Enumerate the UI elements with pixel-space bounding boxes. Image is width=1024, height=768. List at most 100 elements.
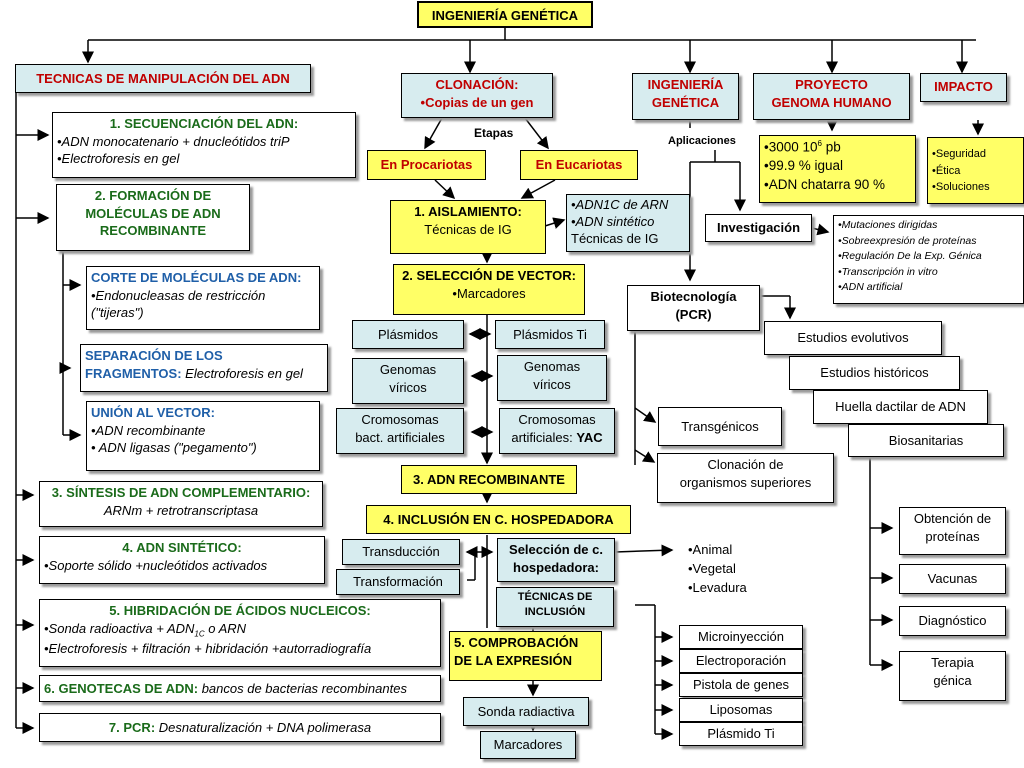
tec-incl-l1: TÉCNICAS DE [517, 591, 593, 603]
hosp-item-animal: •Animal [688, 542, 733, 557]
genomas-2-l2: víricos [533, 376, 571, 392]
genomas-2-box: Genomas víricos [497, 355, 607, 401]
liposomas-box: Liposomas [679, 698, 803, 722]
t3-title: 3. SÍNTESIS DE ADN COMPLEMENTARIO: [51, 485, 311, 500]
inv-item-2: •Sobreexpresión de proteínas [838, 234, 977, 247]
comprobacion-box: 5. COMPROBACIÓN DE LA EXPRESIÓN [449, 631, 602, 681]
t2c-item-1: •ADN recombinante [91, 422, 206, 438]
cromosomas-1-l1: Cromosomas [361, 412, 439, 427]
obtencion-box: Obtención de proteínas [899, 507, 1006, 555]
t5-item-2: •Electroforesis + filtración + hibridaci… [44, 640, 372, 656]
t2a-item-1: •Endonucleasas de restricción [91, 287, 266, 303]
proyecto-list-box: •3000 106 pb •99.9 % igual •ADN chatarra… [759, 135, 916, 203]
t7-box: 7. PCR: Desnaturalización + DNA polimera… [39, 713, 441, 742]
etapas-label: Etapas [474, 126, 514, 140]
proyecto-item-1a: •3000 10 [764, 139, 818, 155]
t5-box: 5. HIBRIDACIÓN DE ÁCIDOS NUCLEICOS: •Son… [39, 599, 441, 667]
adn-recombinante-box: 3. ADN RECOMBINANTE [401, 465, 577, 494]
t3-sub: ARNm + retrotranscriptasa [103, 502, 259, 518]
proyecto-item-3: •ADN chatarra 90 % [764, 177, 886, 193]
aislamiento-side-box: •ADN1C de ARN •ADN sintético Técnicas de… [566, 194, 690, 252]
procariotas-box: En Procariotas [367, 150, 486, 180]
t5-item-1sub: 1C [194, 629, 205, 639]
t6-sub: bancos de bacterias recombinantes [198, 681, 407, 696]
cromosomas-1-l2: bact. artificiales [355, 429, 445, 445]
comprobacion-l2: DE LA EXPRESIÓN [454, 652, 572, 668]
inv-item-4: •Transcripción in vitro [838, 265, 938, 278]
t7-sub: Desnaturalización + DNA polimerasa [155, 720, 372, 735]
estudios-historicos-box: Estudios históricos [789, 356, 960, 390]
t1-box: 1. SECUENCIACIÓN DEL ADN: •ADN monocaten… [52, 112, 356, 178]
genomas-1-box: Genomas víricos [352, 358, 464, 404]
plasmidos-ti-box: Plásmidos Ti [495, 320, 605, 349]
seleccion-box: 2. SELECCIÓN DE VECTOR: •Marcadores [393, 264, 585, 315]
t6-box: 6. GENOTECAS DE ADN: bancos de bacterias… [39, 675, 441, 702]
proyecto-item-1sup: 6 [817, 139, 822, 148]
aplicaciones-label: Aplicaciones [668, 135, 736, 147]
aisl-side-item-2: •ADN sintético [571, 213, 655, 229]
tecnicas-header: TECNICAS DE MANIPULACIÓN DEL ADN [15, 64, 311, 93]
clonacion-header: CLONACIÓN: •Copias de un gen [401, 73, 553, 118]
hosp-item-levadura: •Levadura [688, 579, 747, 595]
proyecto-l1: PROYECTO [795, 77, 868, 92]
sel-hosp-l1: Selección de c. [509, 542, 603, 557]
transformacion-box: Transformación [336, 569, 460, 595]
t2a-box: CORTE DE MOLÉCULAS DE ADN: •Endonucleasa… [86, 266, 320, 330]
biosanitarias-box: Biosanitarias [848, 424, 1004, 457]
page-title: INGENIERÍA GENÉTICA [417, 1, 593, 28]
inv-item-5: •ADN artificial [838, 281, 903, 294]
aisl-side-sub: Técnicas de IG [571, 230, 659, 246]
t4-box: 4. ADN SINTÉTICO: •Soporte sólido +nucle… [39, 536, 325, 584]
t3-box: 3. SÍNTESIS DE ADN COMPLEMENTARIO: ARNm … [39, 481, 323, 527]
impacto-item-3: •Soluciones [932, 181, 990, 193]
t2-l1: 2. FORMACIÓN DE [94, 188, 212, 203]
t4-sub: •Soporte sólido +nucleótidos activados [44, 557, 268, 573]
biotec-l2: (PCR) [675, 306, 712, 322]
biotecnologia-box: Biotecnología (PCR) [627, 285, 760, 331]
sel-hosp-l2: hospedadora: [513, 559, 599, 575]
genomas-2-l1: Genomas [523, 359, 581, 374]
seleccion-title: 2. SELECCIÓN DE VECTOR: [402, 268, 576, 283]
t2c-title: UNIÓN AL VECTOR: [91, 405, 215, 420]
impacto-item-2: •Ética [932, 164, 961, 177]
transgenicos-box: Transgénicos [658, 407, 782, 446]
terapia-l1: Terapia [931, 655, 974, 670]
obtencion-l1: Obtención de [913, 511, 992, 526]
hosp-list: •Animal •Vegetal •Levadura [688, 541, 747, 598]
investigacion-box: Investigación [705, 214, 812, 242]
clonacion-title: CLONACIÓN: [435, 77, 519, 92]
comprobacion-l1: 5. COMPROBACIÓN [454, 635, 579, 650]
cromosomas-2-l2b: YAC [576, 429, 603, 445]
clon-org-l1: Clonación de [707, 457, 784, 472]
inv-item-3: •Regulación De la Exp. Génica [838, 250, 982, 263]
vacunas-box: Vacunas [899, 564, 1006, 594]
t1-item-2: •Electroforesis en gel [57, 151, 180, 167]
t2-l3: RECOMBINANTE [99, 223, 207, 239]
ingenieria-l2: GENÉTICA [651, 94, 720, 110]
sonda-box: Sonda radiactiva [463, 697, 589, 726]
proyecto-header: PROYECTO GENOMA HUMANO [753, 73, 910, 120]
marcadores-box: Marcadores [480, 731, 576, 759]
t2c-item-2: • ADN ligasas ("pegamento") [91, 440, 257, 456]
t2c-box: UNIÓN AL VECTOR: •ADN recombinante • ADN… [86, 401, 320, 471]
cromosomas-2-l2: artificiales: [511, 429, 577, 445]
aislamiento-box: 1. AISLAMIENTO: Técnicas de IG [390, 200, 546, 254]
obtencion-l2: proteínas [925, 528, 980, 544]
hosp-item-vegetal: •Vegetal [688, 560, 736, 576]
diagnostico-box: Diagnóstico [899, 606, 1006, 636]
seleccion-sub: •Marcadores [452, 285, 526, 301]
t5-title: 5. HIBRIDACIÓN DE ÁCIDOS NUCLEICOS: [109, 603, 371, 618]
impacto-item-1: •Seguridad [932, 148, 987, 160]
t5-item-1b: o ARN [204, 620, 247, 636]
genomas-1-l2: víricos [389, 379, 427, 395]
investigacion-list-box: •Mutaciones dirigidas •Sobreexpresión de… [833, 215, 1024, 304]
t1-item-1: •ADN monocatenario + dnucleótidos triP [57, 133, 290, 149]
impacto-header: IMPACTO [920, 73, 1007, 102]
t2b-l1: SEPARACIÓN DE LOS [85, 348, 223, 363]
t2a-item-2: ("tijeras") [91, 305, 144, 321]
inclusion-box: 4. INCLUSIÓN EN C. HOSPEDADORA [366, 505, 631, 534]
tecnicas-inclusion-box: TÉCNICAS DE INCLUSIÓN [496, 587, 614, 627]
aislamiento-title: 1. AISLAMIENTO: [414, 204, 522, 219]
t2a-title: CORTE DE MOLÉCULAS DE ADN: [91, 270, 302, 285]
